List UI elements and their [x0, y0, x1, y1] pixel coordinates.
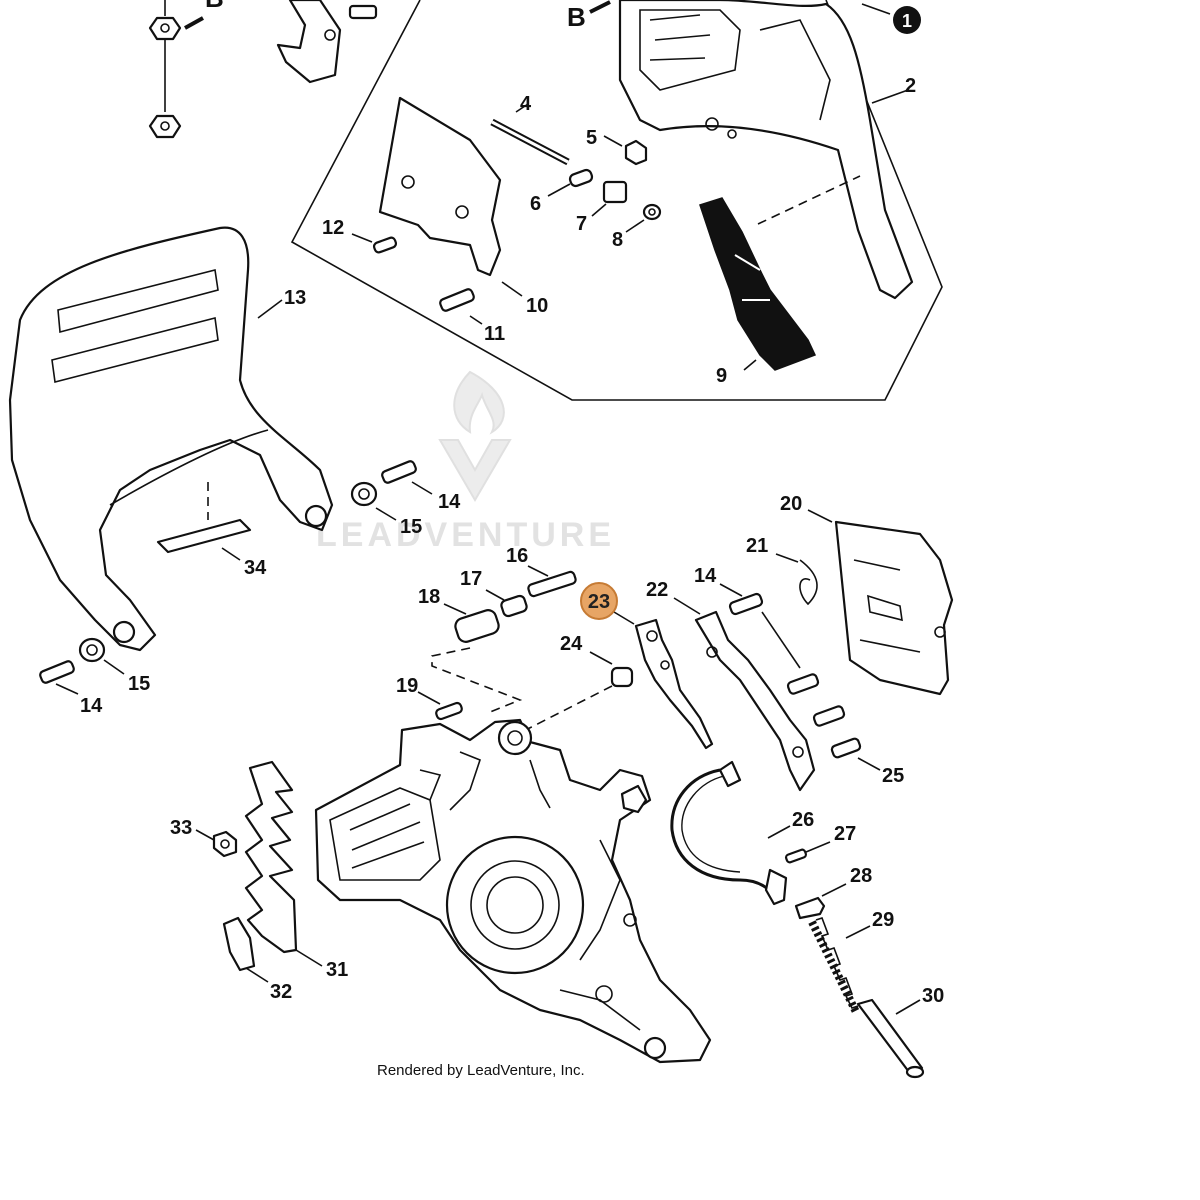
part-30: 30 [856, 985, 944, 1079]
parts-14-15-lower: 15 14 [39, 637, 150, 717]
part-20: 20 [780, 493, 954, 696]
callout-31: 31 [326, 959, 348, 981]
dash-18 [431, 647, 523, 713]
callout-22: 22 [646, 579, 668, 601]
part-16: 16 [506, 545, 577, 598]
view-badge [893, 6, 921, 34]
callout-2: 2 [905, 75, 916, 97]
callout-10: 10 [526, 295, 548, 317]
callout-7: 7 [576, 213, 587, 235]
callout-12: 12 [322, 217, 344, 239]
callout-18: 18 [418, 586, 440, 608]
callout-8: 8 [612, 229, 623, 251]
top-left-nuts: B [148, 0, 224, 139]
part-25: 25 [830, 737, 904, 787]
callout-20: 20 [780, 493, 802, 515]
part-27: 27 [784, 823, 856, 864]
callout-24: 24 [560, 633, 583, 655]
parts-14-right: 14 [694, 565, 846, 727]
part-17: 17 [460, 568, 528, 618]
callout-21: 21 [746, 535, 768, 557]
callout-33: 33 [170, 817, 192, 839]
callout-17: 17 [460, 568, 482, 590]
sprocket-cover-group: B 1 2 9 4 5 6 [290, 0, 943, 401]
callout-25: 25 [882, 765, 904, 787]
callout-29: 29 [872, 909, 894, 931]
callout-27: 27 [834, 823, 856, 845]
view-badge-label: 1 [902, 11, 912, 31]
callout-14-c: 14 [694, 565, 717, 587]
part-31: 31 [244, 760, 348, 981]
callout-9: 9 [716, 365, 727, 387]
part-21: 21 [746, 535, 818, 606]
part-28: 28 [794, 865, 872, 920]
callout-34: 34 [244, 557, 267, 579]
callout-15-b: 15 [128, 673, 150, 695]
part-32: 32 [222, 916, 292, 1003]
callout-28: 28 [850, 865, 872, 887]
callout-15-a: 15 [400, 516, 422, 538]
hand-guard: 13 [8, 226, 334, 652]
callout-16: 16 [506, 545, 528, 567]
part-33: 33 [170, 817, 238, 858]
callout-30: 30 [922, 985, 944, 1007]
callout-13: 13 [284, 287, 306, 309]
part-22: 22 [646, 579, 816, 792]
part-19: 19 [396, 675, 463, 721]
callout-26: 26 [792, 809, 814, 831]
callout-23[interactable]: 23 [588, 591, 610, 613]
part-26: 26 [670, 760, 814, 906]
watermark-text: LEADVENTURE [316, 516, 615, 554]
crankcase [314, 718, 712, 1064]
callout-14-b: 14 [80, 695, 103, 717]
callout-14-a: 14 [438, 491, 461, 513]
part-34: 34 [156, 518, 267, 579]
top-clip [276, 0, 378, 84]
view-marker-b-left: B [205, 0, 224, 13]
callout-23-highlight[interactable] [580, 582, 618, 620]
callout-6: 6 [530, 193, 541, 215]
callout-4: 4 [520, 93, 532, 115]
part-23: 23 [580, 582, 714, 750]
view-marker-b-right: B [567, 2, 586, 32]
callout-32: 32 [270, 981, 292, 1003]
render-credit: Rendered by LeadVenture, Inc. [377, 1062, 585, 1079]
part-18: 18 [418, 586, 500, 643]
part-29: 29 [808, 909, 894, 1014]
watermark: LEADVENTURE [316, 370, 615, 554]
part-24: 24 [560, 633, 634, 688]
callout-19: 19 [396, 675, 418, 697]
callout-11: 11 [484, 323, 505, 345]
parts-14-15-upper: 14 15 [350, 460, 461, 538]
callout-5: 5 [586, 127, 597, 149]
